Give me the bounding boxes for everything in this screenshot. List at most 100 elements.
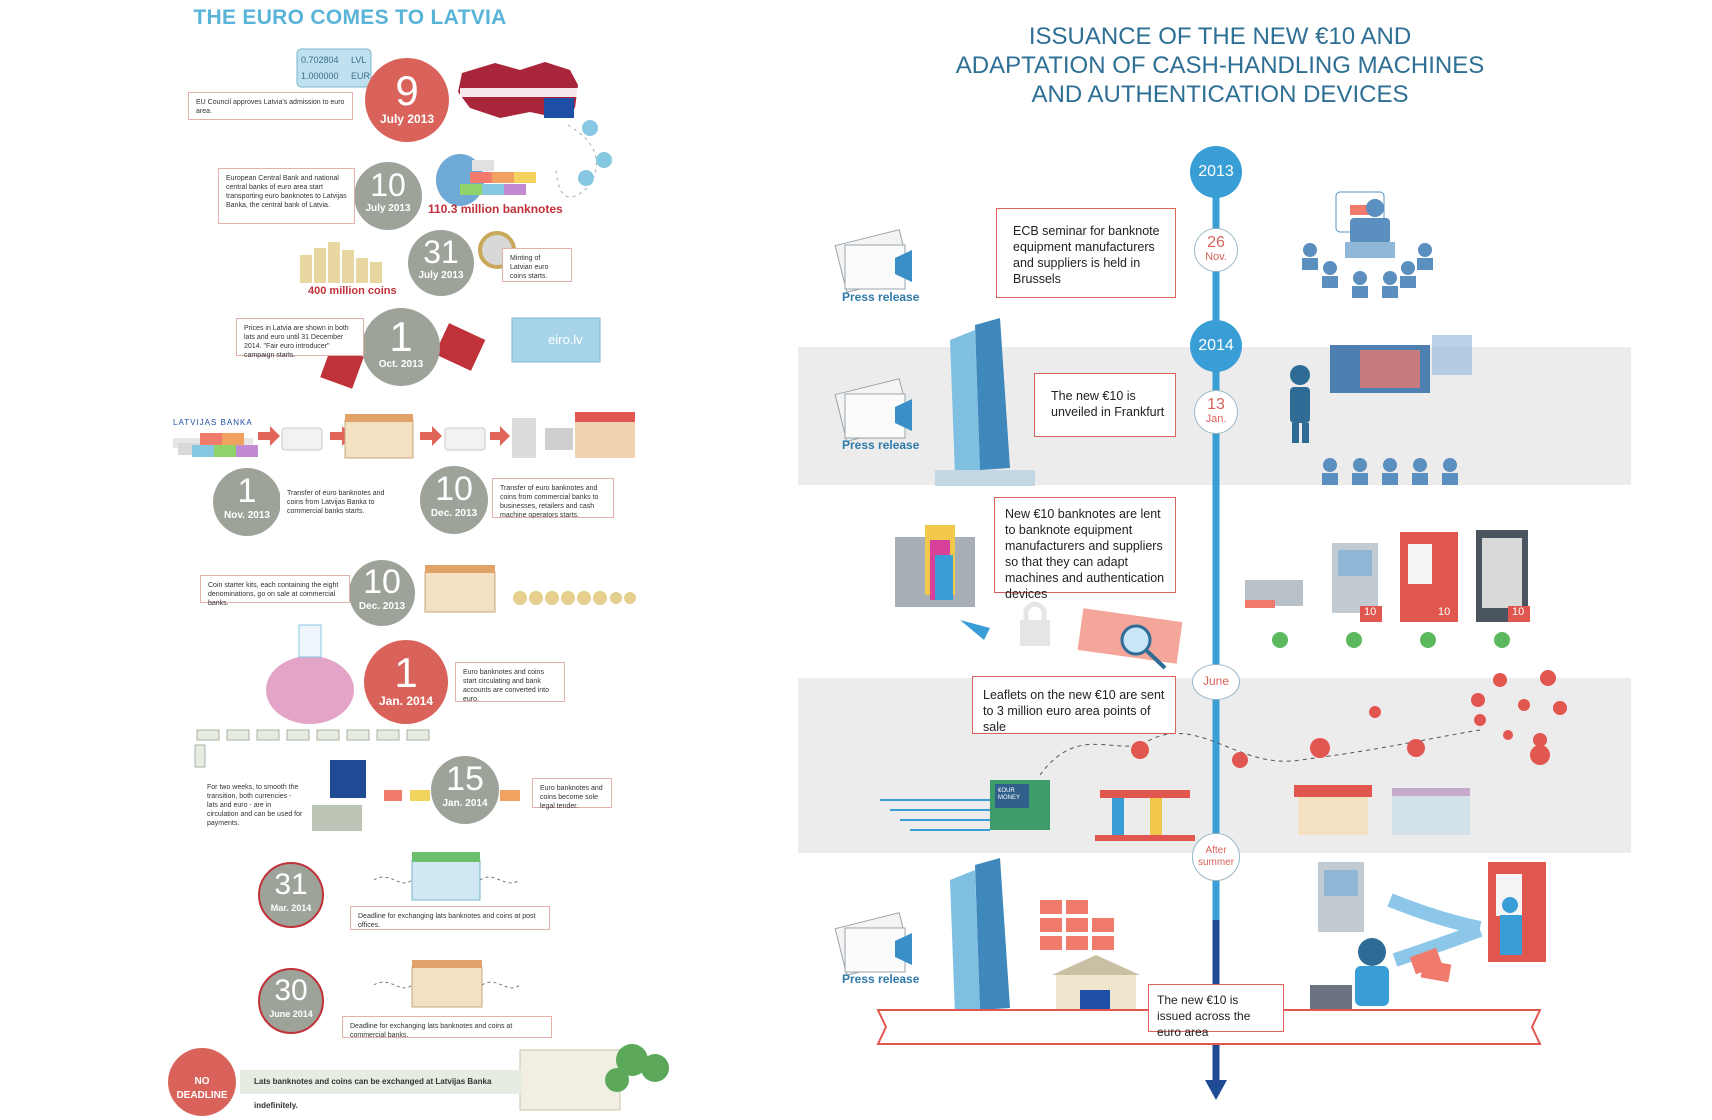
eu-flag xyxy=(544,98,574,118)
right-title-line-2: ADAPTATION OF CASH-HANDLING MACHINES xyxy=(955,52,1485,79)
event-text-10-dec-kits: Coin starter kits, each containing the e… xyxy=(200,575,350,607)
event-issued: The new €10 is issued across the euro ar… xyxy=(1148,984,1284,1039)
event-text-15-jan: Euro banknotes and coins become sole leg… xyxy=(532,778,612,810)
no-deadline-text: Lats banknotes and coins can be exchange… xyxy=(240,1070,522,1110)
right-title: ISSUANCE OF THE NEW €10 AND ADAPTATION O… xyxy=(880,22,1560,109)
event-leaflets: Leaflets on the new €10 are sent to 3 mi… xyxy=(972,676,1176,734)
price-tag-icon xyxy=(320,323,486,389)
banknote-stack xyxy=(460,160,536,195)
event-text-9-jul: EU Council approves Latvia's admission t… xyxy=(188,92,353,120)
banknote-bundles-icon xyxy=(1040,900,1114,950)
seminar-audience-icon xyxy=(1302,191,1433,298)
piggy-bank-icon xyxy=(266,656,354,724)
right-title-line-1: ISSUANCE OF THE NEW €10 AND xyxy=(1028,23,1412,50)
press-release-icon xyxy=(834,229,912,293)
bank-name: LATVIJAS BANKA xyxy=(173,418,253,427)
year-2013: 2013 xyxy=(1190,146,1242,198)
ecb-tower-icon xyxy=(935,318,1035,486)
event-text-1-nov: Transfer of euro banknotes and coins fro… xyxy=(280,484,398,515)
note-fan-icon xyxy=(1409,947,1452,983)
event-text-1-jan: Euro banknotes and coins start circulati… xyxy=(455,662,565,703)
distribution-path xyxy=(1039,729,1481,776)
coin-stacks-icon xyxy=(300,242,382,283)
rate-value-lvl: 0.702804 xyxy=(301,55,339,65)
rate-box xyxy=(296,48,372,88)
stack-blocks xyxy=(312,805,362,831)
year-2014: 2014 xyxy=(1190,320,1242,372)
atm-icon-2 xyxy=(1318,862,1364,932)
rate-unit-lvl: LVL xyxy=(351,55,367,65)
boutique-icon xyxy=(1392,788,1470,835)
note-tag-icon xyxy=(1360,606,1530,622)
press-release-label: Press release xyxy=(842,438,920,452)
right-title-line-3: AND AUTHENTICATION DEVICES xyxy=(1031,81,1409,108)
event-text-10-dec: Transfer of euro banknotes and coins fro… xyxy=(492,478,614,519)
envelope-icon xyxy=(990,780,1050,830)
pixel-banknote-icon xyxy=(1330,335,1472,393)
trees-icon xyxy=(605,1044,669,1092)
atm-icon xyxy=(1332,543,1378,613)
speed-lines xyxy=(880,799,990,831)
lock-icon xyxy=(1020,601,1050,646)
banknote-row xyxy=(384,790,520,801)
note-value-tag: 10 xyxy=(1364,606,1377,618)
customer-icon xyxy=(1500,897,1522,955)
timeline-arrow xyxy=(1205,1080,1227,1100)
presenter-icon xyxy=(1290,365,1310,443)
magnifier-icon xyxy=(1120,624,1167,670)
latvijas-banka-building-icon xyxy=(519,1049,621,1111)
note-value-tag: 10 xyxy=(1512,606,1525,618)
counting-machine-icon xyxy=(1245,580,1303,608)
event-notes-lent: New €10 banknotes are lent to banknote e… xyxy=(994,497,1176,601)
lvl-notes-strip xyxy=(196,729,430,741)
event-ecb-seminar: ECB seminar for banknote equipment manuf… xyxy=(996,208,1176,298)
event-text-31-mar: Deadline for exchanging lats banknotes a… xyxy=(350,906,550,930)
commercial-bank-icon xyxy=(411,966,483,1008)
caption-coins: 400 million coins xyxy=(308,285,397,297)
check-icon xyxy=(1272,632,1510,648)
marker-june: June xyxy=(1192,664,1240,700)
press-release-label: Press release xyxy=(842,972,920,986)
eiro-badge-label: eiro.lv xyxy=(548,332,583,347)
rate-unit-eur: EUR xyxy=(351,71,371,81)
latvia-flag-stripe xyxy=(460,88,580,97)
event-unveiled: The new €10 is unveiled in Frankfurt xyxy=(1034,373,1176,437)
dotted-path xyxy=(555,124,597,198)
moneybag-icon xyxy=(578,120,612,186)
lvl-eur-note xyxy=(298,624,322,658)
transport-row xyxy=(173,412,635,459)
rate-value-eur: 1.000000 xyxy=(301,71,339,81)
event-text-1-oct: Prices in Latvia are shown in both lats … xyxy=(236,318,364,359)
shop-icon xyxy=(1294,785,1372,835)
event-text-10-jul: European Central Bank and national centr… xyxy=(218,168,355,224)
location-pin-icon xyxy=(1131,670,1567,768)
caption-banknotes: 110.3 million banknotes xyxy=(428,202,563,216)
ecb-tower-icon-2 xyxy=(935,858,1035,1026)
petrol-station-icon xyxy=(1095,790,1195,841)
no-deadline-circle: NO DEADLINE xyxy=(168,1048,236,1116)
atm-sign-icon xyxy=(330,760,366,798)
press-release-icon xyxy=(834,378,912,442)
notes-pile xyxy=(178,433,258,457)
event-text-30-jun: Deadline for exchanging lats banknotes a… xyxy=(342,1016,552,1039)
cashier-icon xyxy=(1310,938,1389,1011)
printer-machine-icon xyxy=(895,525,990,640)
coin-kit-icon xyxy=(513,591,636,605)
audience-row-icon xyxy=(1322,458,1458,485)
note-value-tag: 10 xyxy=(1438,606,1451,618)
eiro-badge xyxy=(511,317,601,363)
left-title: THE EURO COMES TO LATVIA xyxy=(193,6,507,29)
envelope-label: €OUR MONEY xyxy=(998,788,1021,801)
